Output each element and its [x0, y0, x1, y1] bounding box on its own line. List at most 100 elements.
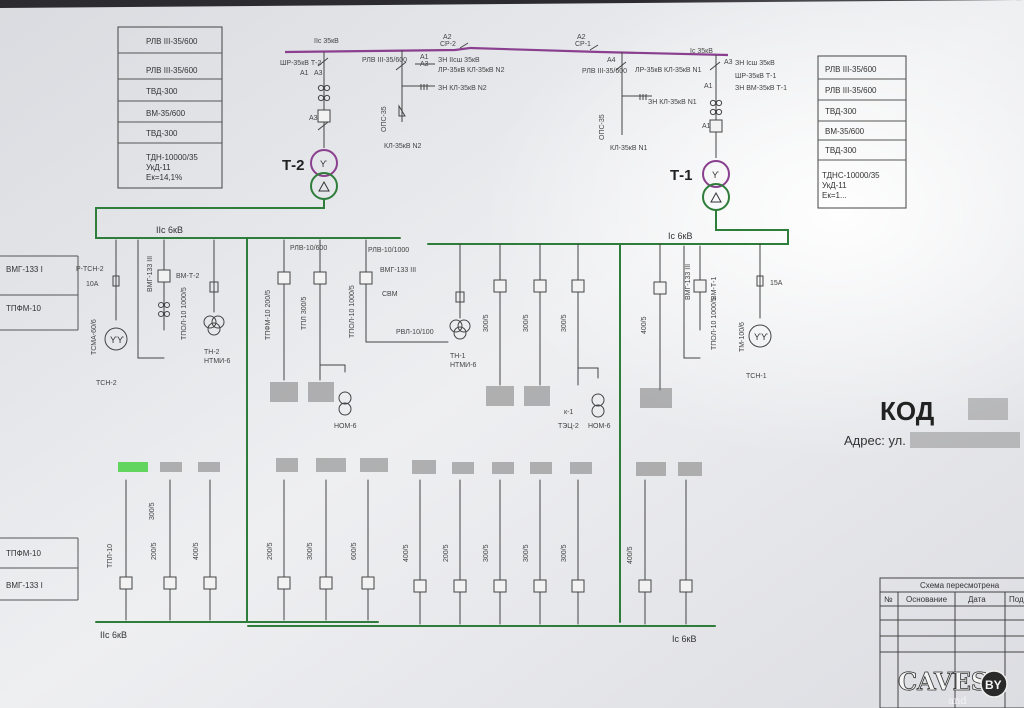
svg-text:ϒ: ϒ — [320, 159, 327, 169]
mv-tec-label: ТЭЦ-2 — [558, 423, 579, 430]
mv-tn1-label: ТН-1 — [450, 353, 466, 360]
mv-vmt1-label: ВМ-Т-1 — [711, 277, 718, 300]
hv-a3-breaker-label: А3 — [309, 115, 318, 122]
mv-tpol-right-label: ТПОЛ-10 1000/5 — [711, 297, 718, 350]
mv-rlv1000-label: РЛВ-10/1000 — [368, 247, 409, 254]
mv-tsn2-label: ТСН-2 — [96, 380, 117, 387]
svg-text:ϒϒ: ϒϒ — [110, 335, 124, 345]
left-table-row-6: ТДН-10000/35 — [146, 153, 198, 162]
right-table-row-5: ТВД-300 — [825, 146, 857, 155]
mv-tpfm-label: ТПФМ-10 200/5 — [265, 290, 272, 340]
mv-tpol-label: ТПОЛ-10 1000/5 — [181, 287, 188, 340]
mv-ntmi1-label: НТМИ-6 — [450, 362, 477, 369]
hv-a1-t1: А1 — [704, 83, 713, 90]
mv-6kv-section: IIс 6кВ Iс 6кВ IIс 6кВ Iс 6кВ Р-ТСН-2 10… — [76, 198, 789, 644]
mv-ct200-bottom-3: 200/5 — [443, 544, 450, 562]
hv-a2-label-right: А2 — [577, 34, 586, 41]
hv-lr2-label: ЛР-35кВ КЛ-35кВ N2 — [438, 67, 505, 74]
mv-ct300-bottom-4: 300/5 — [523, 544, 530, 562]
mv-svm-label: СВМ — [382, 291, 398, 298]
right-spec-table: РЛВ III-35/600 РЛВ III-35/600 ТВД-300 ВМ… — [817, 55, 907, 209]
left-stub-top-2: ТПФМ-10 — [6, 304, 41, 313]
svg-text:ϒϒ: ϒϒ — [754, 332, 768, 342]
mv-r-tsn2-label: Р-ТСН-2 — [76, 266, 104, 273]
left-stub-bottom-2: ВМГ-133 I — [6, 581, 43, 590]
hv-a3-t1: А3 — [724, 59, 733, 66]
hv-lr1-label: ЛР-35кВ КЛ-35кВ N1 — [635, 67, 702, 74]
mv-ct600-bottom: 600/5 — [351, 542, 358, 560]
right-table-row-4: ВМ-35/600 — [825, 127, 865, 136]
stamp-col-date: Дата — [968, 595, 986, 604]
mv-tpl300-label: ТПЛ 300/5 — [301, 297, 308, 330]
mv-tm-label: ТМ-100/6 — [739, 322, 746, 352]
mv-tn2-label: ТН-2 — [204, 349, 220, 356]
hv-shr-t1-label: ШР-35кВ Т-1 — [735, 73, 776, 80]
mv-tsn1-label: ТСН-1 — [746, 373, 767, 380]
hv-rlv1-label: РЛВ III-35/600 — [582, 68, 627, 75]
mv-ct300-a: 300/5 — [483, 314, 490, 332]
mv-vmg3-label: ВМГ-133 III — [147, 256, 154, 292]
hv-ops1-label: ОПС-35 — [599, 114, 606, 140]
watermark-main: CAVES — [898, 667, 988, 696]
stamp-title: Схема пересмотрена — [920, 581, 1000, 590]
hv-shr-t2-label: ШР-35кВ Т-2 — [280, 60, 321, 67]
mv-tsma-label: ТСМА-60/6 — [91, 319, 98, 355]
mv-bottom-bus-ic-label: Iс 6кВ — [672, 634, 696, 644]
revision-stamp-table: Схема пересмотрена № Основание Дата Под — [879, 577, 1024, 708]
mv-ct400-bottom-1: 400/5 — [193, 542, 200, 560]
mv-tpol1000-label: ТПОЛ-10 1000/5 — [349, 285, 356, 338]
hv-zn-kl1-label: ЗН КЛ-35кВ N1 — [648, 99, 697, 106]
hv-a3-label: А3 — [314, 70, 323, 77]
watermark-logo: CAVES and BY — [898, 667, 1008, 707]
left-spec-table: РЛВ III-35/600 РЛВ III-35/600 ТВД-300 ВМ… — [117, 26, 223, 189]
mv-ct300-b: 300/5 — [523, 314, 530, 332]
hv-a1-line2: А1 — [420, 54, 429, 61]
hv-bus-2-label: IIс 35кВ — [314, 38, 339, 45]
left-table-row-7: УкД-11 — [146, 163, 171, 172]
watermark-badge: BY — [985, 678, 1002, 692]
left-stub-table-top: ВМГ-133 I ТПФМ-10 — [0, 255, 79, 331]
mv-rvl-label: РВЛ-10/100 — [396, 329, 434, 336]
left-table-row-8: Ек=14,1% — [146, 173, 182, 182]
mv-tpl10-label: ТПЛ-10 — [107, 544, 114, 568]
mv-ct200-bottom: 200/5 — [151, 542, 158, 560]
mv-ct300-bottom-1: 300/5 — [149, 502, 156, 520]
hv-kl2-label: КЛ-35кВ N2 — [384, 143, 422, 150]
hv-bus-1-label: Iс 35кВ — [690, 48, 713, 55]
mv-ct200-bottom-2: 200/5 — [267, 542, 274, 560]
left-table-row-2: РЛВ III-35/600 — [146, 66, 198, 75]
mv-ct300-bottom-2: 300/5 — [307, 542, 314, 560]
stamp-col-no: № — [884, 595, 893, 604]
left-table-row-3: ТВД-300 — [146, 87, 178, 96]
hv-a1-breaker-t1: А1 — [702, 123, 711, 130]
right-table-row-2: РЛВ III-35/600 — [825, 86, 877, 95]
right-table-row-3: ТВД-300 — [825, 107, 857, 116]
left-stub-bottom-1: ТПФМ-10 — [6, 549, 41, 558]
mv-ct400-bottom-3: 400/5 — [627, 546, 634, 564]
mv-ct300-bottom-5: 300/5 — [561, 544, 568, 562]
kod-label: КОД — [880, 396, 935, 426]
hv-zn-iics-label: ЗН IIсш 35кВ — [438, 57, 480, 64]
mv-ct400-bottom-2: 400/5 — [403, 544, 410, 562]
right-info-block: КОД Адрес: ул. — [844, 396, 1020, 448]
mv-fuse2-label: 10А — [86, 281, 99, 288]
hv-sr1-label: СР-1 — [575, 41, 591, 48]
watermark-sub: and — [948, 696, 967, 707]
mv-vmg3-right-label: ВМГ-133 III — [685, 264, 692, 300]
hv-35kv-section: IIс 35кВ Iс 35кВ А2 СР-2 А2 СР-1 ШР-35кВ… — [280, 34, 787, 211]
mv-ct300-c: 300/5 — [561, 314, 568, 332]
hv-ops2-label: ОПС-35 — [381, 106, 388, 132]
mv-bus-ic-label: Iс 6кВ — [668, 231, 692, 241]
mv-bus-iic-label: IIс 6кВ — [156, 225, 183, 235]
address-label: Адрес: ул. — [844, 433, 906, 448]
transformer-t2-label: Т-2 — [282, 157, 305, 174]
stamp-col-basis: Основание — [906, 595, 948, 604]
stamp-col-sign: Под — [1009, 595, 1024, 604]
right-table-row-7: УкД-11 — [822, 181, 847, 190]
svg-text:ϒ: ϒ — [712, 170, 719, 180]
mv-k1-label: к-1 — [564, 409, 573, 416]
right-table-row-1: РЛВ III-35/600 — [825, 65, 877, 74]
hv-rlv2-label: РЛВ III-35/600 — [362, 57, 407, 64]
